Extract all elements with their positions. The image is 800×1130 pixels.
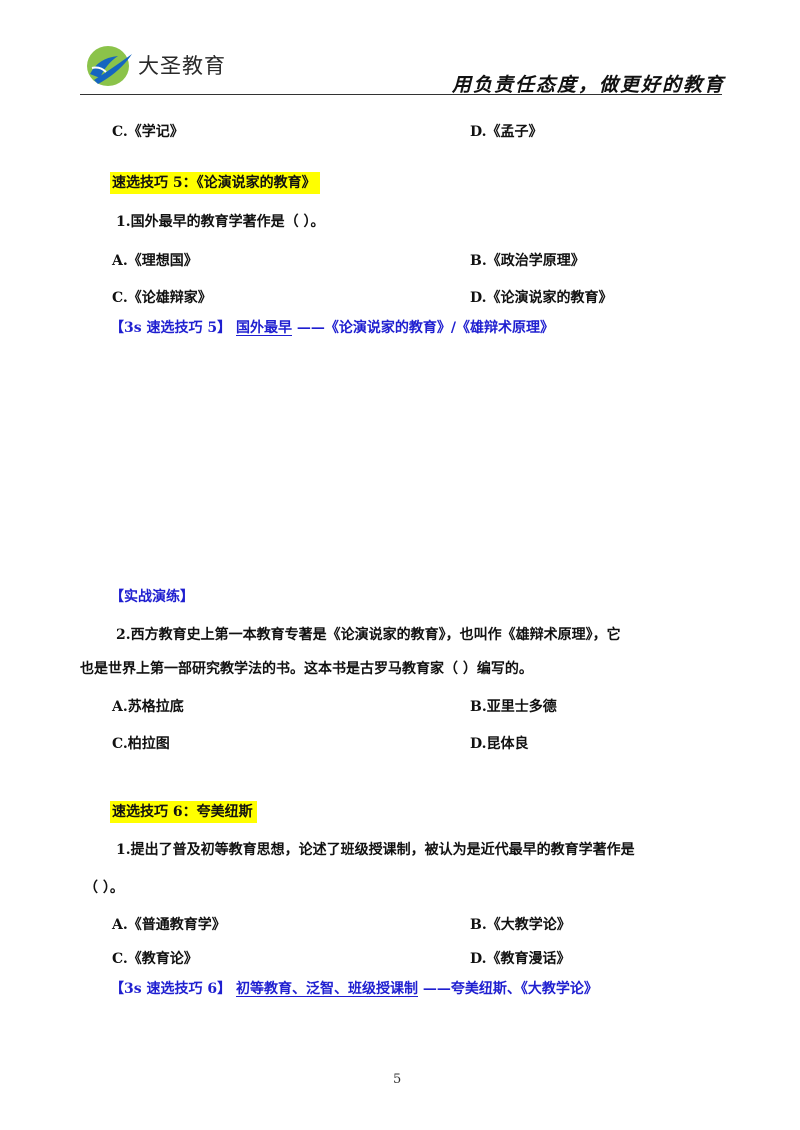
page-number: 5 bbox=[393, 1072, 402, 1087]
skill6-question-line2: （ ）。 bbox=[84, 880, 124, 896]
brand-name: 大圣教育 bbox=[138, 54, 226, 78]
swallow-globe-logo-icon bbox=[87, 46, 132, 86]
header-slogan: 用负责任态度，做更好的教育 bbox=[452, 74, 726, 96]
practice-option-a: A.苏格拉底 bbox=[112, 699, 184, 715]
practice-option-d: D.昆体良 bbox=[470, 736, 529, 752]
skill5-tip-prefix: 【3s 速选技巧 5】 bbox=[110, 320, 232, 336]
skill6-option-d: D.《教育漫话》 bbox=[470, 951, 571, 967]
practice-title: 【实战演练】 bbox=[110, 589, 194, 605]
skill5-tip-rest: ——《论演说家的教育》/《雄辩术原理》 bbox=[296, 320, 554, 336]
skill6-option-a: A.《普通教育学》 bbox=[112, 917, 226, 933]
header-logo: 大圣教育 bbox=[84, 44, 234, 88]
skill6-tip-prefix: 【3s 速选技巧 6】 bbox=[110, 981, 232, 997]
skill5-tip: 【3s 速选技巧 5】 国外最早 ——《论演说家的教育》/《雄辩术原理》 bbox=[110, 317, 554, 337]
skill6-title: 速选技巧 6：夸美纽斯 bbox=[110, 801, 257, 823]
practice-question-line2: 也是世界上第一部研究教学法的书。这本书是古罗马教育家（ ）编写的。 bbox=[80, 661, 533, 677]
practice-option-b: B.亚里士多德 bbox=[470, 699, 557, 715]
skill6-option-b: B.《大教学论》 bbox=[470, 917, 571, 933]
skill5-tip-keyword: 国外最早 bbox=[236, 320, 292, 336]
skill6-tip-keyword: 初等教育、泛智、班级授课制 bbox=[236, 981, 418, 997]
skill5-heading: 速选技巧 5：《论演说家的教育》 bbox=[110, 172, 320, 194]
option-c: C.《学记》 bbox=[112, 124, 184, 140]
skill6-option-c: C.《教育论》 bbox=[112, 951, 198, 967]
skill5-option-b: B.《政治学原理》 bbox=[470, 253, 585, 269]
practice-question-line1: 2.西方教育史上第一本教育专著是《论演说家的教育》，也叫作《雄辩术原理》，它 bbox=[116, 627, 621, 643]
skill5-option-d: D.《论演说家的教育》 bbox=[470, 290, 613, 306]
skill6-question-line1: 1.提出了普及初等教育思想，论述了班级授课制，被认为是近代最早的教育学著作是 bbox=[116, 842, 635, 858]
practice-option-c: C.柏拉图 bbox=[112, 736, 170, 752]
skill5-option-c: C.《论雄辩家》 bbox=[112, 290, 212, 306]
header-divider bbox=[80, 94, 722, 95]
option-d: D.《孟子》 bbox=[470, 124, 543, 140]
skill6-tip: 【3s 速选技巧 6】 初等教育、泛智、班级授课制 ——夸美纽斯、《大教学论》 bbox=[110, 978, 598, 998]
skill5-question: 1.国外最早的教育学著作是（ ）。 bbox=[116, 214, 325, 230]
skill6-heading: 速选技巧 6：夸美纽斯 bbox=[110, 801, 257, 823]
skill5-title: 速选技巧 5：《论演说家的教育》 bbox=[110, 172, 320, 194]
skill5-option-a: A.《理想国》 bbox=[112, 253, 198, 269]
skill6-tip-rest: ——夸美纽斯、《大教学论》 bbox=[422, 981, 598, 997]
